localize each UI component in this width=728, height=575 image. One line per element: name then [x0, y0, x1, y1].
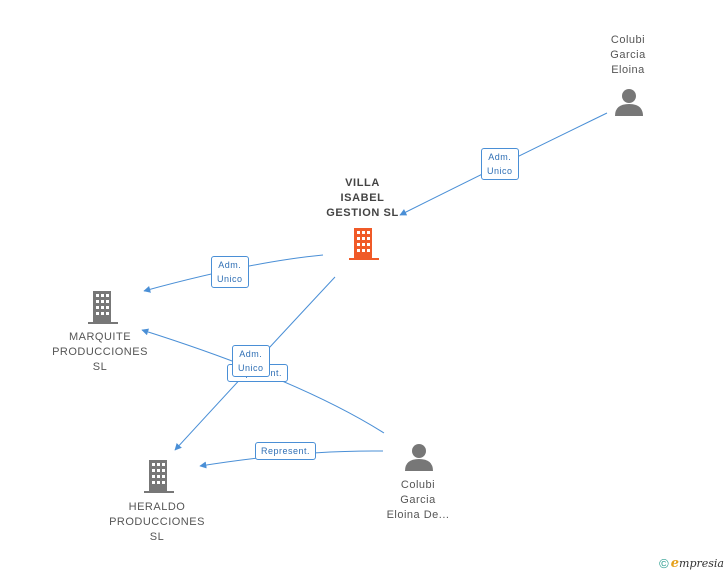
- building-icon[interactable]: [349, 228, 379, 260]
- building-icon[interactable]: [144, 460, 174, 493]
- node-label-villa-isabel[interactable]: VILLA ISABEL GESTION SL: [326, 177, 399, 219]
- brand-watermark: © empresia: [659, 556, 724, 571]
- node-label-person-top[interactable]: Colubi Garcia Eloina: [610, 34, 646, 76]
- edge-label-villa-to-heraldo[interactable]: Adm. Unico: [232, 345, 270, 377]
- node-label-marquite[interactable]: MARQUITE PRODUCCIONES SL: [52, 331, 148, 373]
- edge-label-villa-to-marquite[interactable]: Adm. Unico: [211, 256, 249, 288]
- edge-label-bottom-to-heraldo[interactable]: Represent.: [255, 442, 317, 460]
- node-label-heraldo[interactable]: HERALDO PRODUCCIONES SL: [109, 501, 205, 543]
- person-icon[interactable]: [405, 444, 433, 471]
- brand-name: empresia: [670, 556, 724, 571]
- building-icon[interactable]: [88, 291, 118, 324]
- node-label-person-bottom[interactable]: Colubi Garcia Eloina De...: [386, 479, 450, 521]
- copyright-icon: ©: [659, 556, 669, 571]
- person-icon[interactable]: [615, 89, 643, 116]
- edge-label-top-to-villa[interactable]: Adm. Unico: [481, 148, 519, 180]
